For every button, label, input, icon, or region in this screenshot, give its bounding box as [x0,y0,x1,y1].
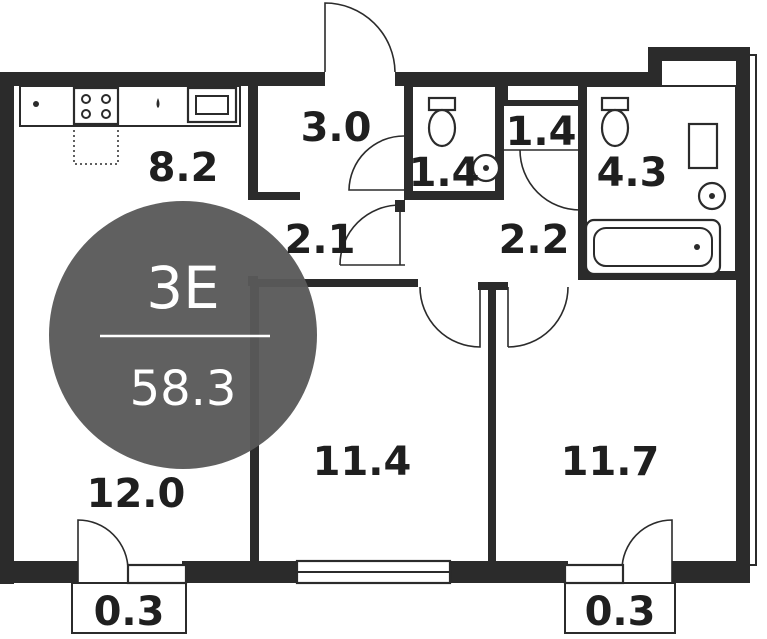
room-area-kitchen: 8.2 [148,145,219,191]
washing-machine-icon [687,122,719,170]
room-area-balcony-left: 0.3 [94,589,165,635]
room-area-corridor-left: 2.1 [285,217,356,263]
fridge-icon [33,101,39,107]
room-area-wc-left: 1.4 [409,150,480,196]
stove-icon [72,86,120,126]
doors [77,2,673,583]
room-area-hall: 3.0 [301,105,372,151]
toilet-icon [427,96,457,112]
wc-left-fixtures [411,85,501,193]
bathroom-fixtures [584,85,737,276]
room-area-bathroom: 4.3 [597,150,668,196]
room-area-bedroom-middle: 11.4 [313,439,412,485]
room-labels: 8.2 3.0 1.4 1.4 4.3 2.1 2.2 12.0 11.4 11… [87,105,668,635]
window [295,559,452,585]
apartment-type-label: 3E [146,254,220,322]
tap-icon [156,98,160,108]
outer-walls [0,47,757,584]
toilet-2-icon [600,96,630,112]
kitchen-fixtures [19,85,241,165]
room-area-bedroom-right: 11.7 [561,439,660,485]
bathtub-icon [584,218,722,276]
balconies [71,563,676,634]
room-area-living: 12.0 [87,471,186,517]
room-area-balcony-right: 0.3 [585,589,656,635]
interior-walls [248,86,750,564]
apartment-badge: 3E 58.3 [49,201,317,469]
total-area-label: 58.3 [130,361,237,417]
room-area-corridor-right: 2.2 [499,217,570,263]
room-area-wc-right: 1.4 [506,109,577,155]
